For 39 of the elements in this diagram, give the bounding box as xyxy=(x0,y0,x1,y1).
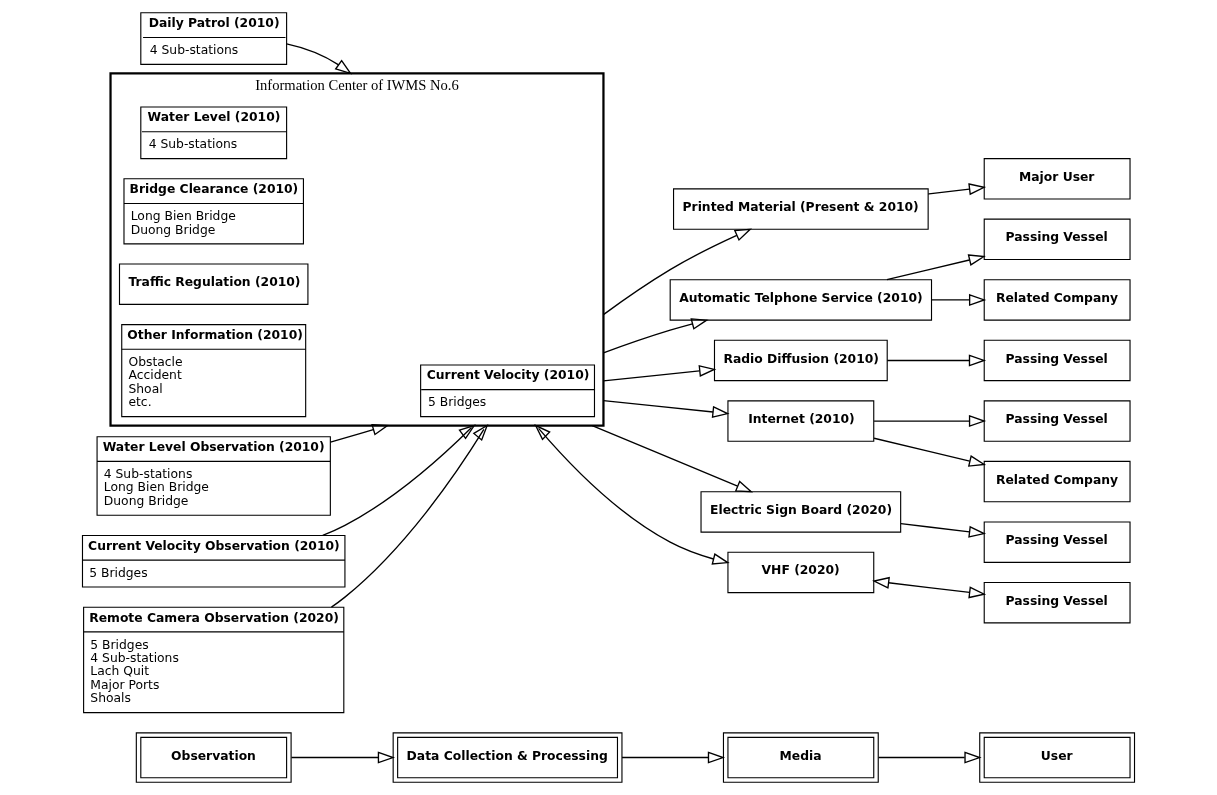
node-box: VHF (2020) xyxy=(727,551,875,594)
arrow xyxy=(900,523,987,538)
arrow xyxy=(290,751,396,764)
arrow xyxy=(602,364,717,382)
arrow xyxy=(330,423,489,608)
arrow xyxy=(872,576,987,599)
arrow xyxy=(886,354,987,367)
arrow xyxy=(285,43,353,75)
node-box: Passing Vessel xyxy=(983,339,1131,382)
node-box: Major User xyxy=(983,158,1131,200)
node-box: Related Company xyxy=(983,460,1131,503)
node-box: Electric Sign Board (2020) xyxy=(700,491,902,533)
node-box: Observation xyxy=(135,732,292,783)
arrow xyxy=(930,293,987,306)
node-box: Media xyxy=(722,732,879,783)
node-box: Radio Diffusion (2010) xyxy=(713,339,888,382)
arrow xyxy=(534,424,730,565)
arrow xyxy=(329,424,390,443)
node-box: Data Collection & Processing xyxy=(392,732,623,783)
node-box: Traffic Regulation (2010) xyxy=(118,263,309,305)
node-box: Passing Vessel xyxy=(983,521,1131,563)
node-box: Passing Vessel xyxy=(983,218,1131,261)
arrow xyxy=(873,415,987,428)
node-box: Passing Vessel xyxy=(983,400,1131,442)
arrow xyxy=(873,437,987,467)
node-box: Related Company xyxy=(983,279,1131,321)
node-box: User xyxy=(979,732,1136,783)
arrow xyxy=(602,399,730,418)
node-box: Automatic Telphone Service (2010) xyxy=(669,279,933,321)
arrow xyxy=(621,751,726,764)
arrow xyxy=(602,228,753,316)
node-box: Internet (2010) xyxy=(727,400,875,442)
node-box: Printed Material (Present & 2010) xyxy=(673,188,929,230)
arrow xyxy=(886,254,986,281)
arrow xyxy=(591,424,754,493)
arrow xyxy=(602,318,709,354)
arrow xyxy=(877,751,982,764)
arrow xyxy=(927,183,987,196)
node-box: Passing Vessel xyxy=(983,582,1131,624)
